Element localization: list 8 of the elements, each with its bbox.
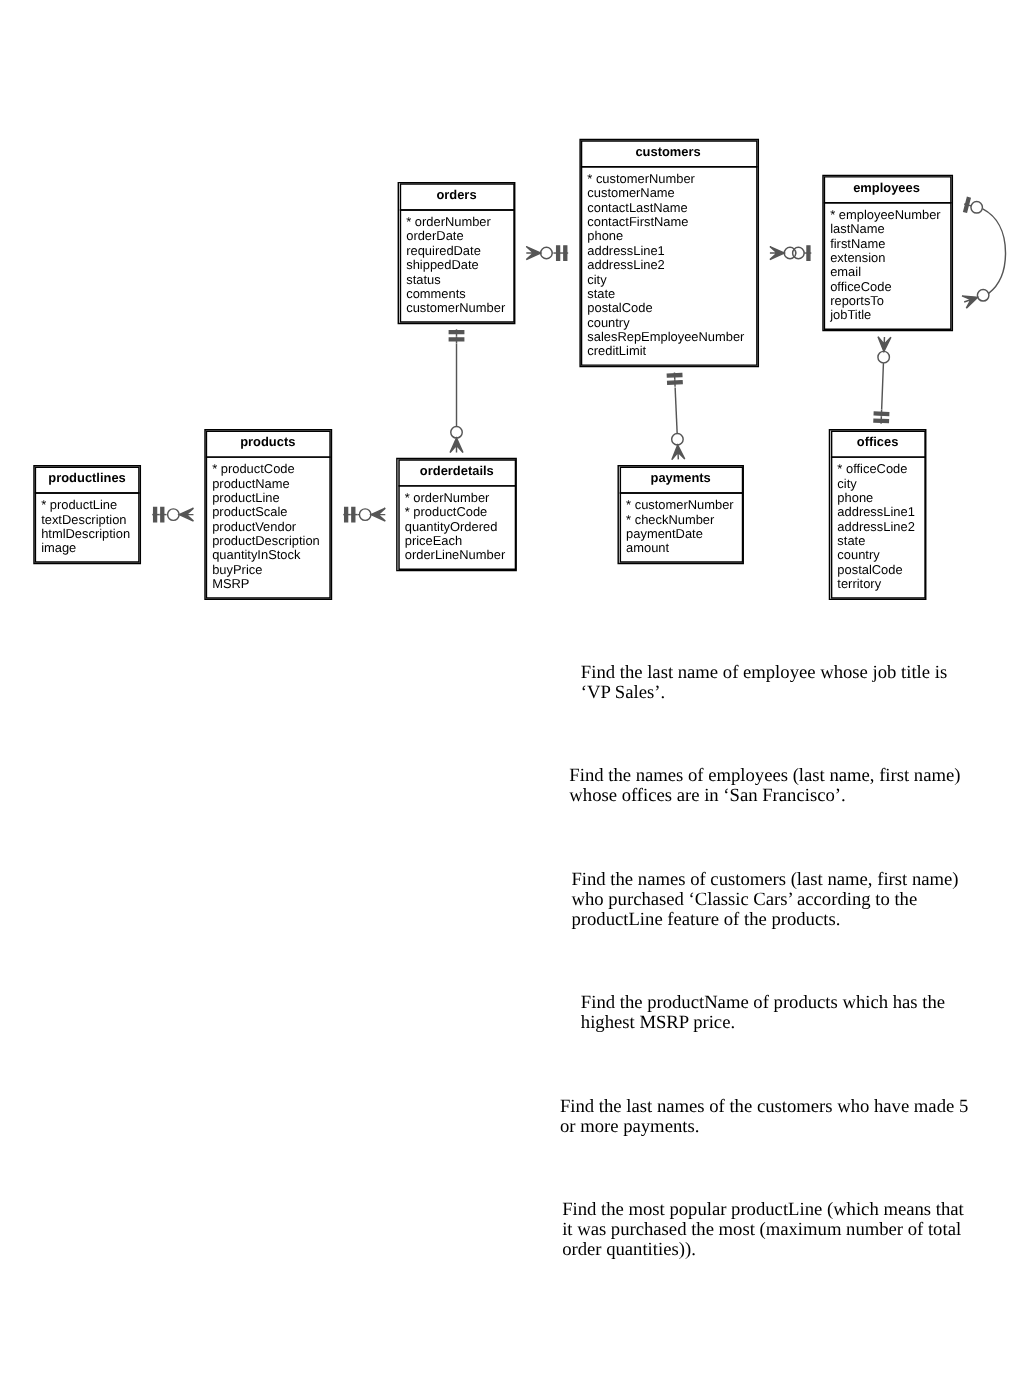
label: Find the most popular productLine (which means that it was purchased the most (maximum number of total order quantities)). (562, 1201, 964, 1262)
label: Find the names of employees (last name, first name) whose offices are in ‘San Francisco’. (569, 767, 961, 808)
connector (769, 245, 813, 261)
label: Find the names of customers (last name, first name) who purchased ‘Classic Cars’ according to the productLine feature of the products. (571, 870, 959, 931)
connector (961, 196, 1007, 309)
label: Find the productName of products which has the highest MSRP price. (580, 994, 946, 1035)
label: Find the last names of the customers who have made 5 or more payments. (559, 1097, 969, 1138)
label: Find the last name of employee whose job title is ‘VP Sales’. (580, 663, 948, 704)
